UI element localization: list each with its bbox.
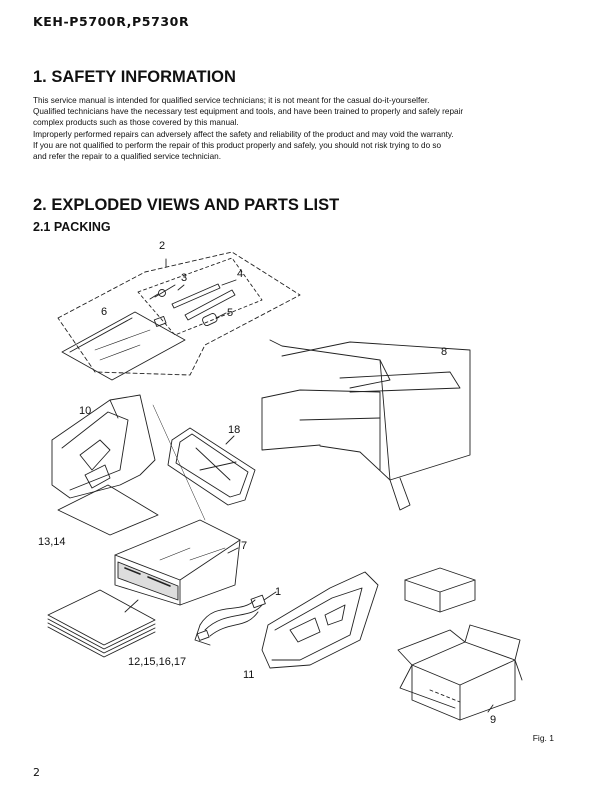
carton-part-8 bbox=[261, 339, 471, 511]
callout-11: 11 bbox=[243, 669, 254, 681]
documents-part-12-15-16-17 bbox=[47, 589, 156, 658]
callout-1: 1 bbox=[275, 586, 281, 598]
model-header: KEH-P5700R,P5730R bbox=[33, 14, 190, 29]
polybag-part-6 bbox=[61, 311, 186, 381]
safety-line: and refer the repair to a qualified serv… bbox=[33, 152, 221, 162]
callout-5: 5 bbox=[227, 307, 233, 319]
callout-7: 7 bbox=[241, 540, 247, 552]
callout-10: 10 bbox=[79, 405, 91, 417]
safety-line: Improperly performed repairs can adverse… bbox=[33, 129, 454, 139]
small-clip bbox=[153, 316, 167, 327]
section-2-title: 2. EXPLODED VIEWS AND PARTS LIST bbox=[33, 196, 340, 214]
cushion-part-11 bbox=[261, 571, 379, 669]
safety-line: If you are not qualified to perform the … bbox=[33, 140, 442, 150]
callout-13-14: 13,14 bbox=[38, 536, 66, 548]
bushing-part-5 bbox=[202, 313, 218, 327]
callout-4: 4 bbox=[237, 268, 243, 280]
extraction-keys-part-4 bbox=[171, 283, 236, 321]
accessory-bag-outline bbox=[57, 251, 301, 376]
sheet-part-13-14 bbox=[57, 484, 159, 536]
callout-3: 3 bbox=[181, 272, 187, 284]
callout-12-15-16-17: 12,15,16,17 bbox=[128, 656, 186, 668]
safety-line: This service manual is intended for qual… bbox=[33, 96, 430, 105]
callout-9: 9 bbox=[490, 714, 496, 726]
section-2-1-subtitle: 2.1 PACKING bbox=[33, 220, 111, 234]
main-unit-part-7 bbox=[114, 519, 241, 606]
section-1-title: 1. SAFETY INFORMATION bbox=[33, 68, 236, 86]
callout-18: 18 bbox=[228, 424, 240, 436]
safety-line: complex products such as those covered b… bbox=[33, 118, 239, 128]
figure-label: Fig. 1 bbox=[532, 733, 554, 743]
trim-frame-part-18 bbox=[167, 427, 256, 506]
callout-6: 6 bbox=[101, 306, 107, 318]
accessory-tray-outline bbox=[137, 257, 263, 336]
safety-line: Qualified technicians have the necessary… bbox=[33, 107, 464, 117]
page-number: 2 bbox=[33, 766, 40, 779]
safety-paragraph: This service manual is intended for qual… bbox=[33, 95, 583, 162]
cushion-part-10 bbox=[51, 394, 156, 499]
callout-2: 2 bbox=[159, 240, 165, 252]
callout-8: 8 bbox=[441, 346, 447, 358]
small-box-part-9 bbox=[397, 567, 523, 721]
screw-part-3 bbox=[149, 284, 176, 300]
wiring-harness-part-1 bbox=[194, 594, 266, 646]
